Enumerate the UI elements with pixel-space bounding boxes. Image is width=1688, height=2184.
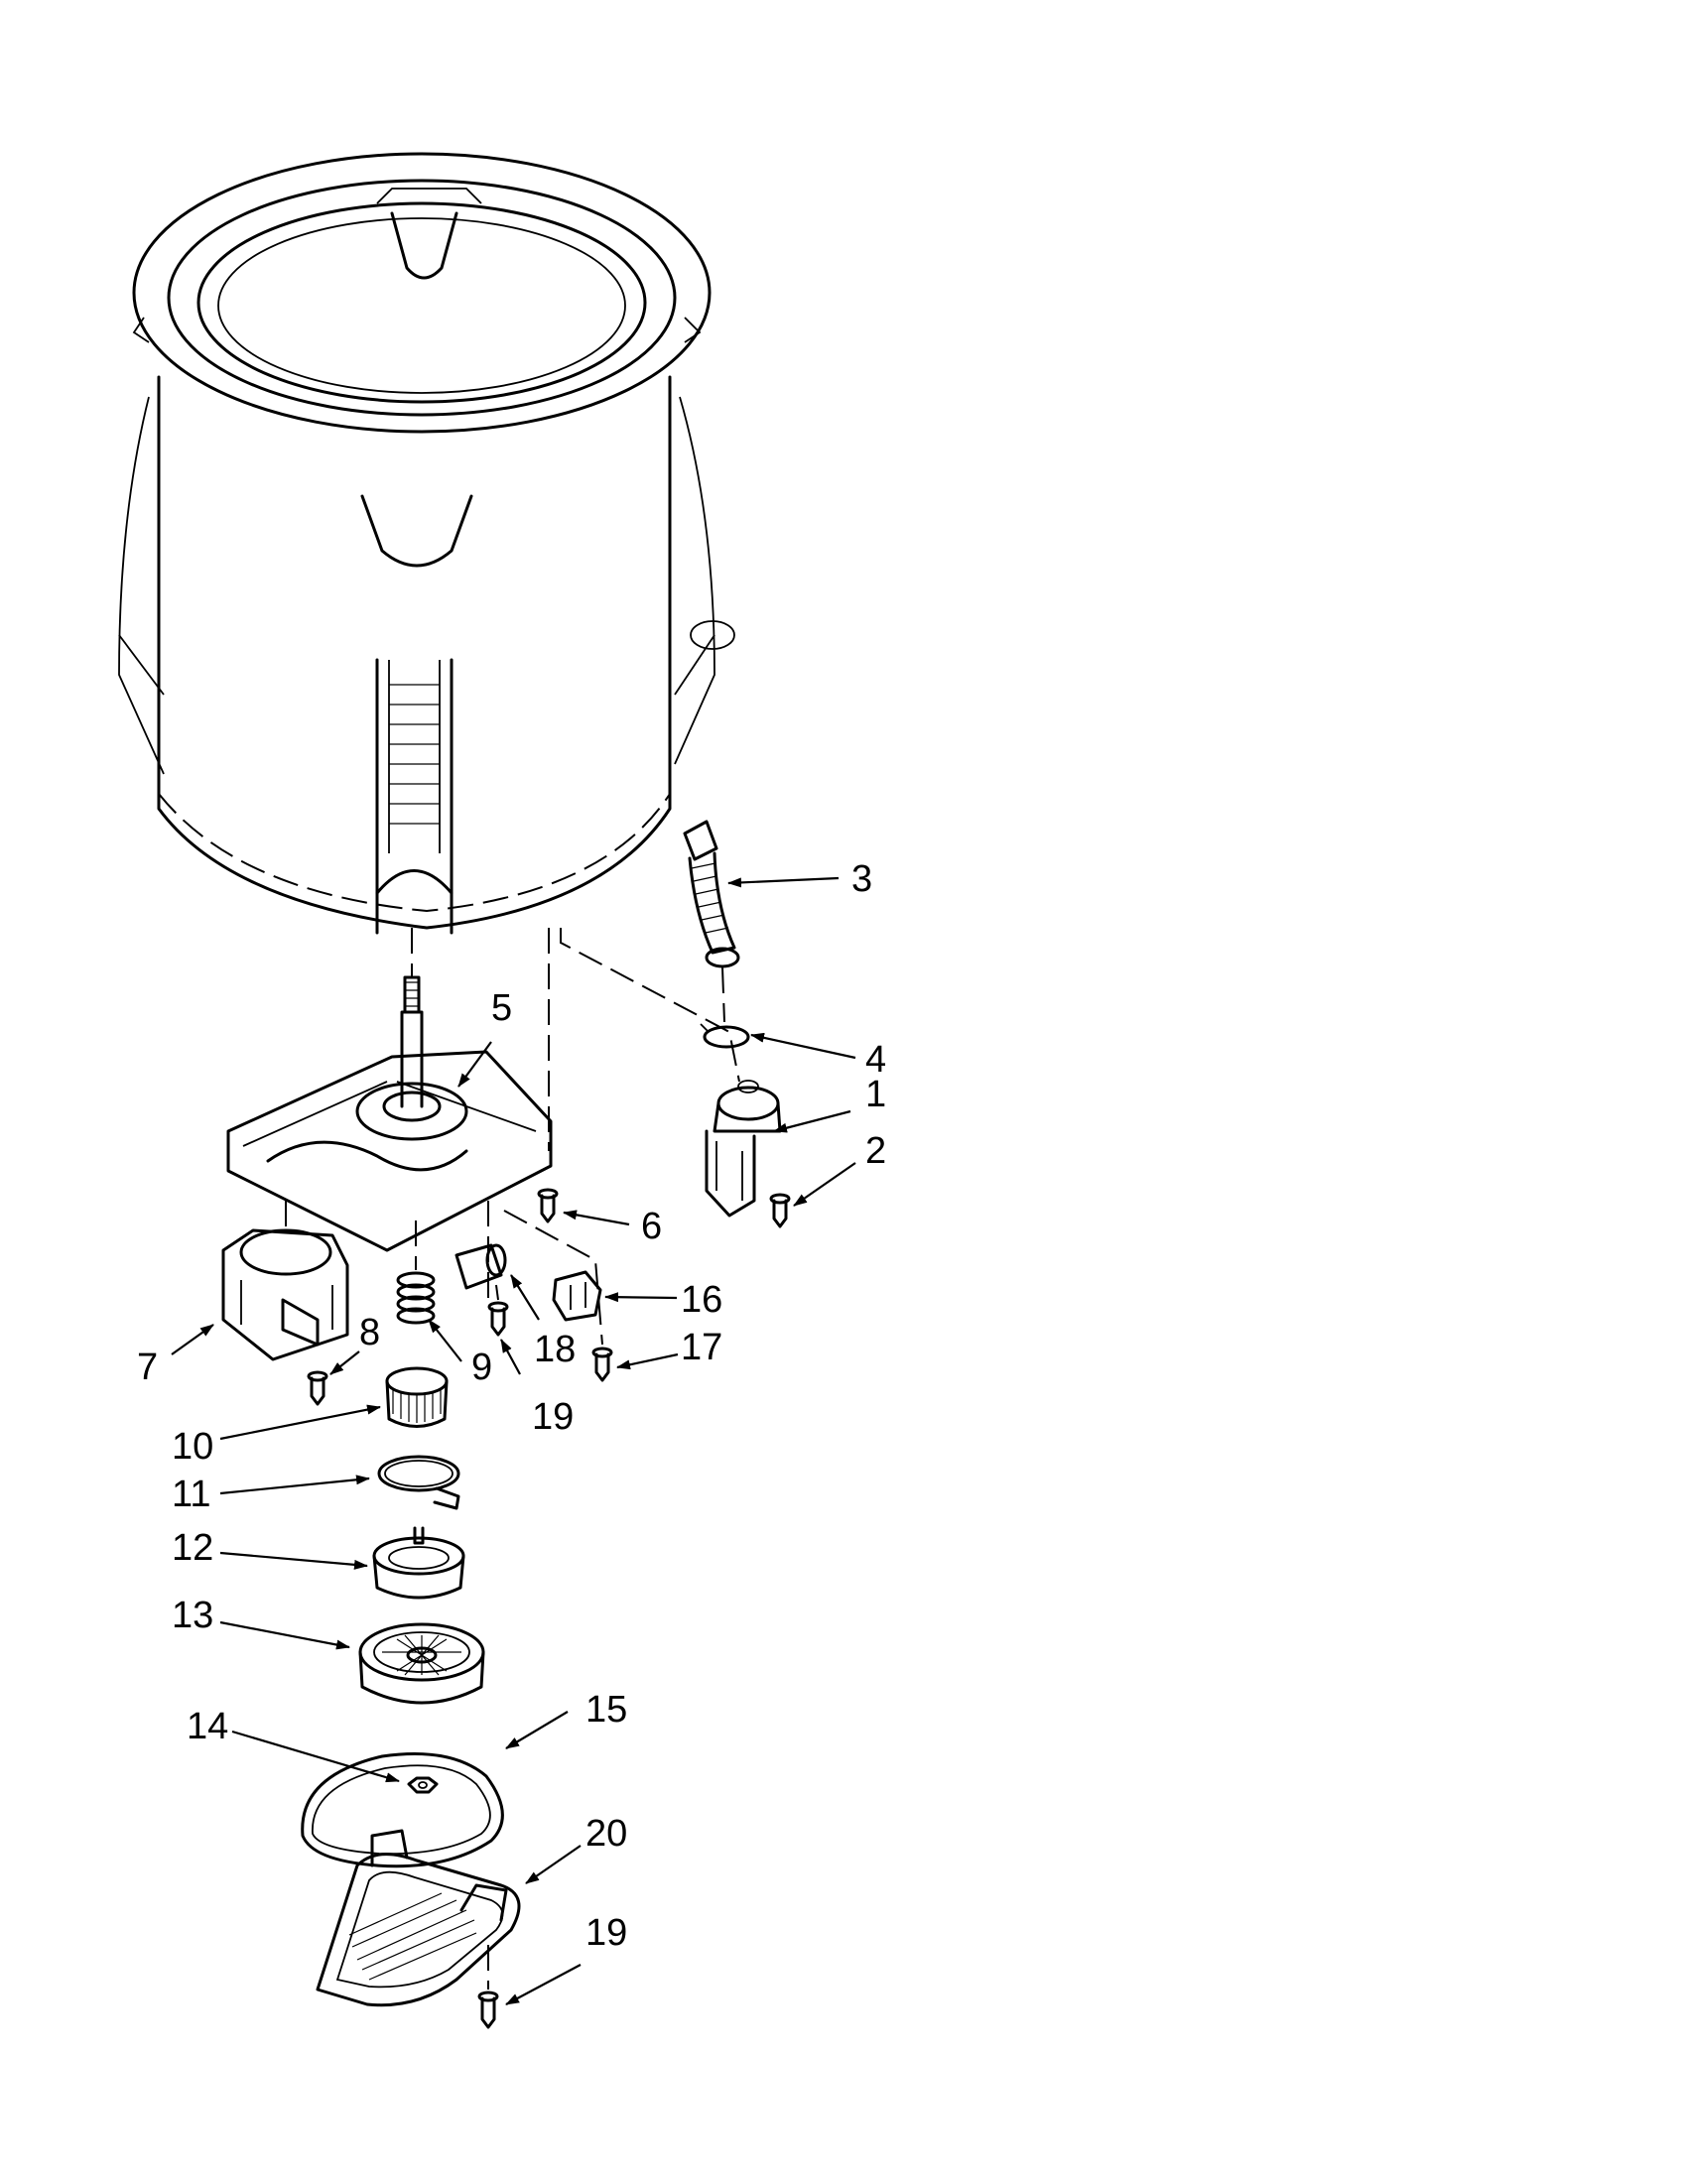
hex-nut [407,1776,439,1794]
callout-leaders [171,876,856,2005]
screw-19-upper [487,1301,509,1337]
callout-11: 11 [172,1474,210,1515]
callout-labels: 3 4 1 2 5 6 16 17 18 19 7 8 9 10 11 12 1… [137,858,886,1954]
callout-10: 10 [172,1426,213,1468]
callout-14: 14 [187,1706,228,1747]
callout-19a: 19 [532,1396,574,1438]
callout-7: 7 [137,1347,158,1388]
clamp-ring [377,1455,460,1510]
screw-8 [307,1370,328,1406]
callout-2: 2 [865,1130,886,1172]
callout-13: 13 [172,1595,213,1636]
outer-tub [118,152,735,935]
screw-17 [591,1347,613,1382]
drive-pulley [358,1622,485,1705]
callout-6: 6 [641,1206,662,1247]
callout-20: 20 [585,1813,627,1855]
callout-19b: 19 [585,1912,627,1954]
clutch-housing [372,1526,465,1600]
bottom-shield [316,1829,521,2007]
callout-3: 3 [851,858,872,900]
screw-2 [769,1193,791,1228]
callout-5: 5 [491,987,512,1029]
clutch-spring [396,1271,436,1325]
hose-clamp [700,1023,750,1049]
screw-6 [537,1188,559,1223]
drive-belt [301,1752,504,1868]
drain-pump [705,1080,782,1218]
lid-switch [552,1270,602,1322]
callout-4: 4 [865,1039,886,1081]
clutch-hub [385,1366,449,1428]
callout-17: 17 [681,1327,722,1368]
callout-8: 8 [359,1312,380,1353]
drain-hose [683,820,740,968]
callout-1: 1 [865,1074,886,1115]
callout-15: 15 [585,1689,627,1731]
callout-12: 12 [172,1527,213,1569]
capacitor [454,1243,507,1290]
assembly-guide-lines [285,928,740,1990]
callout-16: 16 [681,1279,722,1321]
drive-motor [221,1228,349,1361]
callout-18: 18 [534,1329,576,1370]
callout-9: 9 [471,1347,492,1388]
screw-19-lower [477,1991,499,2029]
